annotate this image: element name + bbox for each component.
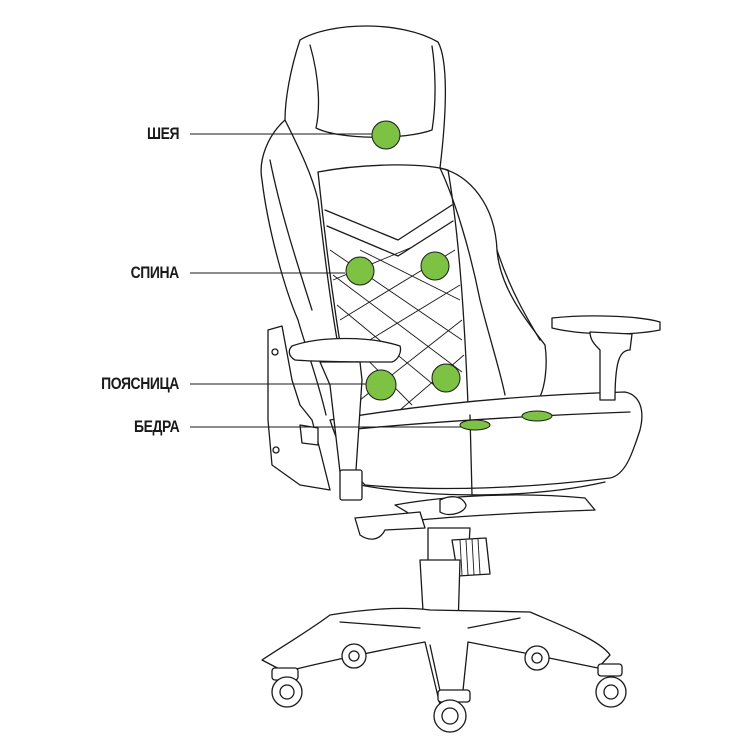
thigh-support-marker-right [521, 410, 553, 422]
armrest-left [288, 337, 402, 501]
label-neck: ШЕЯ [146, 124, 180, 143]
back-support-marker-right [420, 251, 450, 281]
caster-left [271, 667, 303, 708]
label-back: СПИНА [130, 263, 180, 282]
thigh-support-marker-left [459, 419, 491, 431]
caster-back-left [341, 643, 367, 669]
armrest-right [551, 315, 661, 401]
caster-front [433, 689, 471, 733]
back-support-marker-left [345, 256, 375, 286]
seat-mechanism [354, 494, 596, 540]
seat [329, 391, 643, 496]
star-base [261, 607, 611, 706]
lumbar-support-marker-left [365, 369, 397, 401]
casters [271, 643, 627, 733]
recline-mechanism [267, 325, 331, 491]
lumbar-support-marker-right [431, 363, 461, 393]
caster-right [595, 663, 627, 708]
label-lumbar: ПОЯСНИЦА [101, 374, 179, 393]
label-thigh: БЕДРА [133, 417, 180, 436]
neck-support-marker [371, 120, 401, 150]
support-markers [345, 120, 553, 431]
caster-back-right [524, 645, 550, 671]
